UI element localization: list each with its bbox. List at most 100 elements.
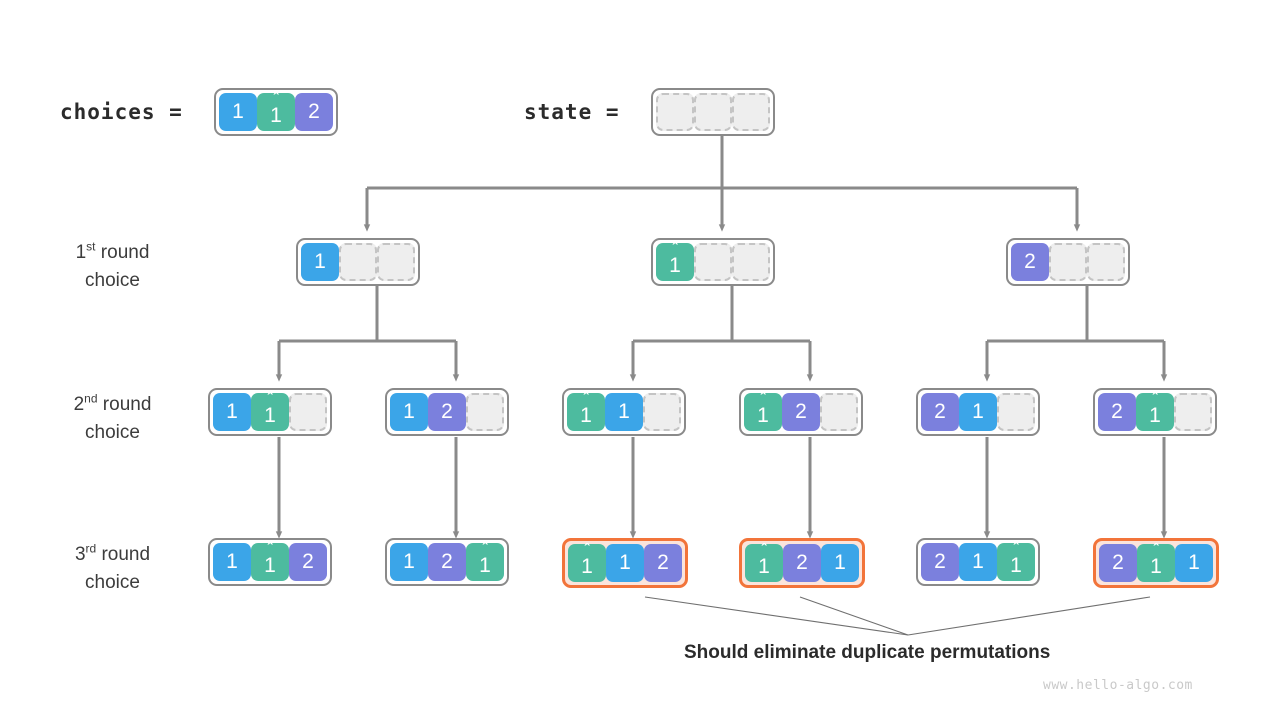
array-cell-value: 1: [264, 553, 276, 577]
array-cell-value: 1: [580, 403, 592, 427]
hat-marker-icon: ˆ: [761, 540, 767, 558]
array-cell-value: 1: [390, 543, 428, 581]
array-cell-value: 1: [1175, 544, 1213, 582]
array-cell-value: 1: [264, 403, 276, 427]
array-cell-empty: [694, 93, 732, 131]
array-cell-value: 2: [1098, 393, 1136, 431]
array-cell-value: 1: [605, 393, 643, 431]
row-label-round-1: 1st round choice: [40, 233, 185, 295]
hat-marker-icon: ˆ: [672, 239, 678, 257]
array-cell-value: 1: [821, 544, 859, 582]
array-cell-value: 2: [921, 543, 959, 581]
caption-text: Should eliminate duplicate permutations: [684, 642, 1051, 663]
array-cell-value: 1: [479, 553, 491, 577]
array-cell-value: 1: [390, 393, 428, 431]
hat-marker-icon: ˆ: [482, 539, 488, 557]
array-cell-empty: [732, 243, 770, 281]
row-label-round-2: 2nd round choice: [40, 385, 185, 447]
array-cell-value: 1: [1010, 553, 1022, 577]
hat-marker-icon: ˆ: [267, 539, 273, 557]
round1-node-1: 1: [296, 238, 420, 286]
array-cell-value: 2: [428, 543, 466, 581]
hat-marker-icon: ˆ: [273, 89, 279, 107]
array-cell-value: 1: [1149, 403, 1161, 427]
array-cell-value: 2: [921, 393, 959, 431]
array-cell-value: 1: [219, 93, 257, 131]
array-cell-empty: [694, 243, 732, 281]
array-cell-value: 1: [581, 554, 593, 578]
array-cell-value: 2: [428, 393, 466, 431]
array-cell-empty: [466, 393, 504, 431]
hat-marker-icon: ˆ: [1013, 539, 1019, 557]
row1-line1: 1st round: [75, 240, 150, 264]
row-label-round-3: 3rd round choice: [40, 535, 185, 597]
hat-marker-icon: ˆ: [583, 389, 589, 407]
array-cell-empty: [1174, 393, 1212, 431]
array-cell-value: 2: [644, 544, 682, 582]
array-cell-value: 1: [669, 253, 681, 277]
row1-line2: choice: [85, 270, 140, 292]
array-cell-value: 1: [1150, 554, 1162, 578]
array-cell-empty: [1087, 243, 1125, 281]
state-label: state =: [524, 100, 620, 124]
row3-line1: 3rd round: [74, 542, 151, 566]
array-cell-value: 1: [959, 543, 997, 581]
array-cell-value: 2: [782, 393, 820, 431]
array-cell-empty: [997, 393, 1035, 431]
array-cell-empty: [1049, 243, 1087, 281]
array-cell-empty: [643, 393, 681, 431]
array-cell-empty: [820, 393, 858, 431]
array-cell-value: 1: [213, 393, 251, 431]
array-cell-value: 2: [289, 543, 327, 581]
hat-marker-icon: ˆ: [760, 389, 766, 407]
array-cell-empty: [289, 393, 327, 431]
array-cell-value: 1: [757, 403, 769, 427]
array-cell-empty: [339, 243, 377, 281]
round1-node-3: 2: [1006, 238, 1130, 286]
array-cell-empty: [656, 93, 694, 131]
hat-marker-icon: ˆ: [584, 540, 590, 558]
array-cell-value: 1: [301, 243, 339, 281]
array-cell-value: 2: [783, 544, 821, 582]
watermark: www.hello-algo.com: [1043, 678, 1193, 693]
array-cell-empty: [732, 93, 770, 131]
array-cell-value: 1: [270, 103, 282, 127]
array-cell-value: 1: [758, 554, 770, 578]
row3-line2: choice: [85, 572, 140, 594]
hat-marker-icon: ˆ: [1152, 389, 1158, 407]
hat-marker-icon: ˆ: [1153, 540, 1159, 558]
array-cell-value: 1: [606, 544, 644, 582]
choices-label: choices =: [60, 100, 183, 124]
row2-line1: 2nd round: [73, 392, 152, 416]
array-cell-value: 2: [295, 93, 333, 131]
array-cell-value: 1: [959, 393, 997, 431]
row2-line2: choice: [85, 422, 140, 444]
